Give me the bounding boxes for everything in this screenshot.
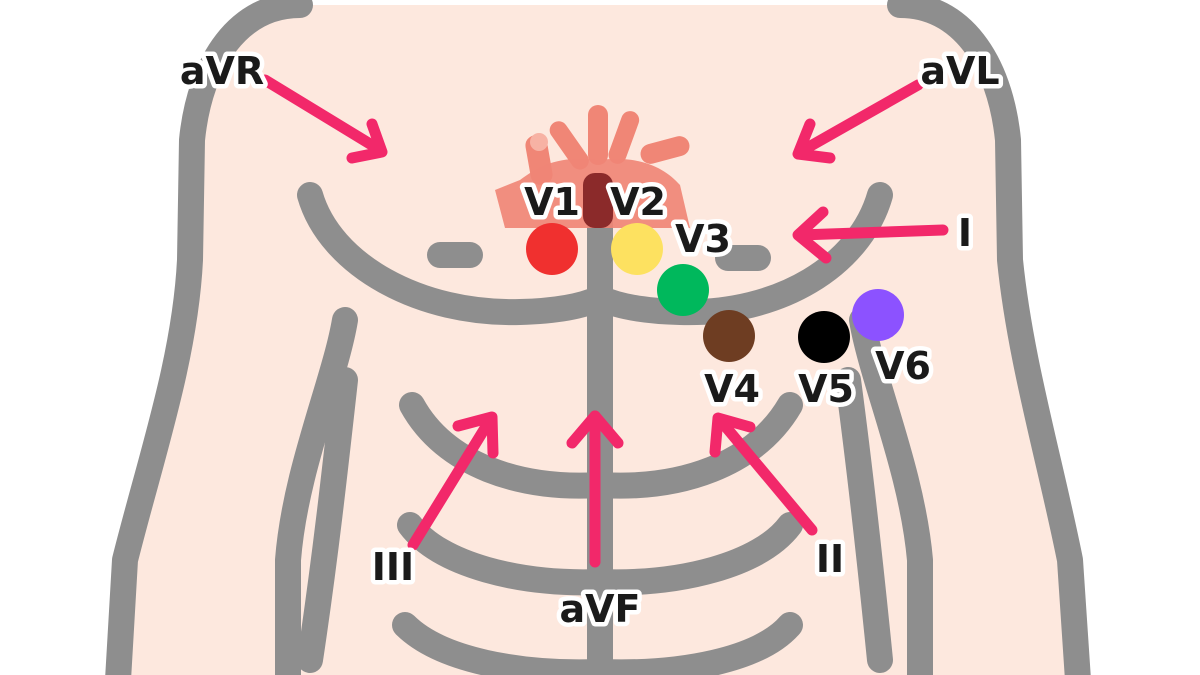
arrow-iii <box>407 411 499 551</box>
waist-left <box>297 367 358 673</box>
abs-lower <box>392 612 803 675</box>
label-v2: V2 <box>610 180 666 224</box>
pectoral-left <box>297 182 613 326</box>
label-v5: V5 <box>798 367 854 411</box>
abs-middle <box>397 512 803 596</box>
arm-inner-right <box>849 307 933 675</box>
label-ii: II <box>816 537 844 581</box>
electrode-v1 <box>526 223 578 275</box>
arrow-i <box>792 206 949 264</box>
limb-lead-arrows <box>259 74 949 568</box>
label-i: I <box>958 211 972 255</box>
lead-labels: aVR aVL I II III aVF V1 V2 V3 V4 V5 V6 <box>175 45 1004 636</box>
label-avl: aVL <box>920 49 999 93</box>
label-v4: V4 <box>704 367 760 411</box>
electrode-v2 <box>611 223 663 275</box>
label-v6: V6 <box>875 344 931 388</box>
torso-outline-right <box>887 0 1091 675</box>
electrode-v5 <box>798 311 850 363</box>
precordial-electrodes <box>526 223 904 363</box>
arm-inner-left <box>275 307 358 675</box>
arrow-avr <box>259 74 388 164</box>
electrode-v3 <box>657 264 709 316</box>
label-v1: V1 <box>524 180 580 224</box>
arrow-avf <box>566 410 624 568</box>
torso-outline-left <box>105 0 313 675</box>
pectoral-right <box>587 182 893 326</box>
label-v3: V3 <box>675 217 731 261</box>
electrode-v6 <box>852 289 904 341</box>
arrow-avl <box>792 79 924 164</box>
arrow-ii <box>709 412 818 536</box>
heart-icon <box>495 105 690 228</box>
label-avf: aVF <box>559 587 640 631</box>
label-iii: III <box>372 545 414 589</box>
electrode-v4 <box>703 310 755 362</box>
label-avr: aVR <box>180 49 264 93</box>
waist-right <box>835 367 893 673</box>
